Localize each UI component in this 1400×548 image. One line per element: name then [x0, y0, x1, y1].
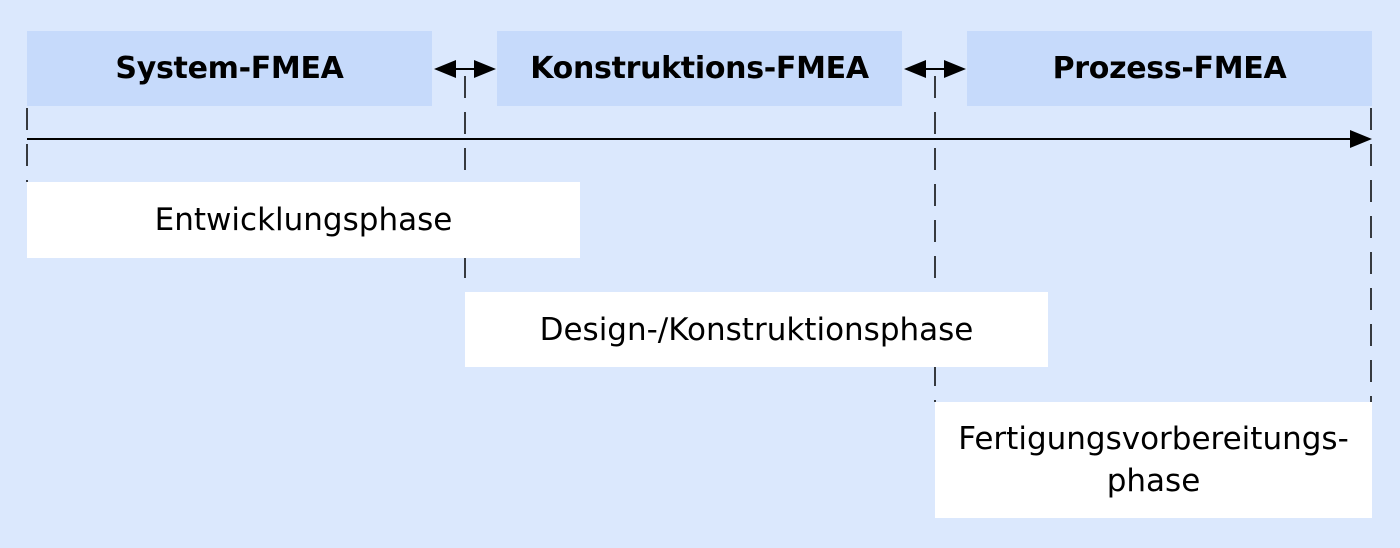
prozess-fmea-box: Prozess-FMEA — [967, 31, 1372, 106]
konstruktions-fmea-label: Konstruktions-FMEA — [530, 51, 869, 86]
konstruktions-fmea-box: Konstruktions-FMEA — [497, 31, 902, 106]
timeline-arrowhead — [1350, 130, 1372, 148]
entwicklungsphase-box: Entwicklungsphase — [27, 182, 580, 258]
double-arrow-1 — [434, 60, 496, 78]
system-fmea-label: System-FMEA — [115, 51, 344, 86]
konstruktionsphase-label: Design-/Konstruktionsphase — [539, 311, 974, 348]
entwicklungsphase-label: Entwicklungsphase — [154, 202, 453, 238]
fertigungsvorbereitungsphase-label-line2: phase — [1106, 463, 1201, 499]
fertigungsvorbereitungsphase-label-line1: Fertigungsvorbereitungs- — [958, 421, 1349, 457]
fertigungsvorbereitungsphase-box: Fertigungsvorbereitungs- phase — [935, 402, 1372, 518]
prozess-fmea-label: Prozess-FMEA — [1052, 51, 1287, 86]
double-arrow-2 — [904, 60, 966, 78]
system-fmea-box: System-FMEA — [27, 31, 432, 106]
konstruktionsphase-box: Design-/Konstruktionsphase — [465, 292, 1048, 367]
